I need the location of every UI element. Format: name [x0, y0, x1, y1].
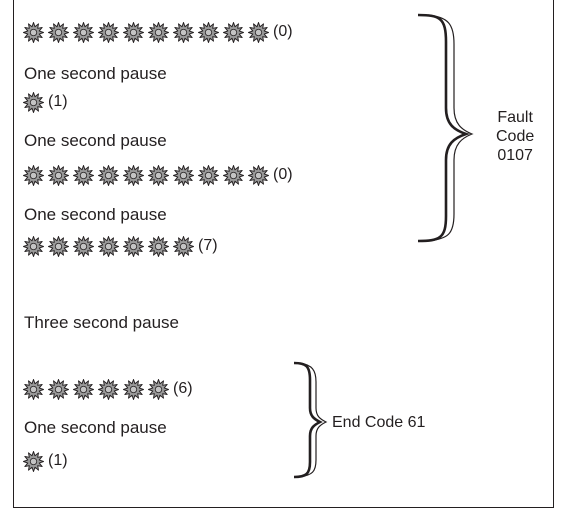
flash-icon [73, 378, 94, 400]
flash-group [23, 91, 44, 113]
flash-row-5: (1) [23, 448, 68, 474]
flash-icon [23, 378, 44, 400]
flash-icon [123, 21, 144, 43]
digit-label: (0) [273, 166, 293, 183]
flash-icon [123, 164, 144, 186]
flash-icon [98, 378, 119, 400]
flash-icon [148, 235, 169, 257]
pause-label: One second pause [24, 131, 167, 150]
fault-code-line-3: 0107 [497, 147, 533, 164]
flash-group [23, 378, 169, 400]
flash-group [23, 21, 269, 43]
flash-group [23, 235, 194, 257]
flash-group [23, 450, 44, 472]
flash-icon [198, 164, 219, 186]
flash-row-4: (6) [23, 376, 193, 402]
flash-icon [48, 164, 69, 186]
flash-icon [198, 21, 219, 43]
flash-icon [98, 21, 119, 43]
flash-icon [123, 235, 144, 257]
flash-icon [98, 164, 119, 186]
flash-icon [123, 378, 144, 400]
pause-label: One second pause [24, 64, 167, 83]
flash-icon [73, 235, 94, 257]
flash-icon [23, 91, 44, 113]
pause-label: Three second pause [24, 313, 179, 332]
flash-icon [173, 235, 194, 257]
fault-code-line-2: Code [496, 128, 535, 145]
pause-label: One second pause [24, 205, 167, 224]
flash-group [23, 164, 269, 186]
digit-label: (0) [273, 23, 293, 40]
fault-code-label: Fault Code 0107 [496, 108, 534, 165]
flash-row-2: (0) [23, 162, 293, 188]
flash-icon [98, 235, 119, 257]
flash-icon [148, 378, 169, 400]
flash-icon [173, 21, 194, 43]
flash-row-1: (1) [23, 89, 68, 115]
flash-icon [23, 450, 44, 472]
flash-icon [223, 21, 244, 43]
flash-row-0: (0) [23, 19, 293, 45]
flash-row-3: (7) [23, 233, 218, 259]
flash-icon [248, 21, 269, 43]
digit-label: (1) [48, 93, 68, 110]
pause-label: One second pause [24, 418, 167, 437]
digit-label: (1) [48, 452, 68, 469]
end-code-label: End Code 61 [332, 414, 426, 431]
flash-icon [23, 235, 44, 257]
flash-icon [248, 164, 269, 186]
flash-icon [73, 21, 94, 43]
flash-icon [23, 21, 44, 43]
flash-icon [48, 21, 69, 43]
flash-icon [48, 235, 69, 257]
flash-icon [173, 164, 194, 186]
digit-label: (6) [173, 380, 193, 397]
digit-label: (7) [198, 237, 218, 254]
flash-icon [23, 164, 44, 186]
fault-code-line-1: Fault [497, 109, 533, 126]
flash-icon [73, 164, 94, 186]
flash-icon [148, 164, 169, 186]
end-code-brace [293, 361, 328, 479]
fault-code-brace [417, 13, 474, 243]
flash-icon [148, 21, 169, 43]
flash-icon [48, 378, 69, 400]
flash-icon [223, 164, 244, 186]
